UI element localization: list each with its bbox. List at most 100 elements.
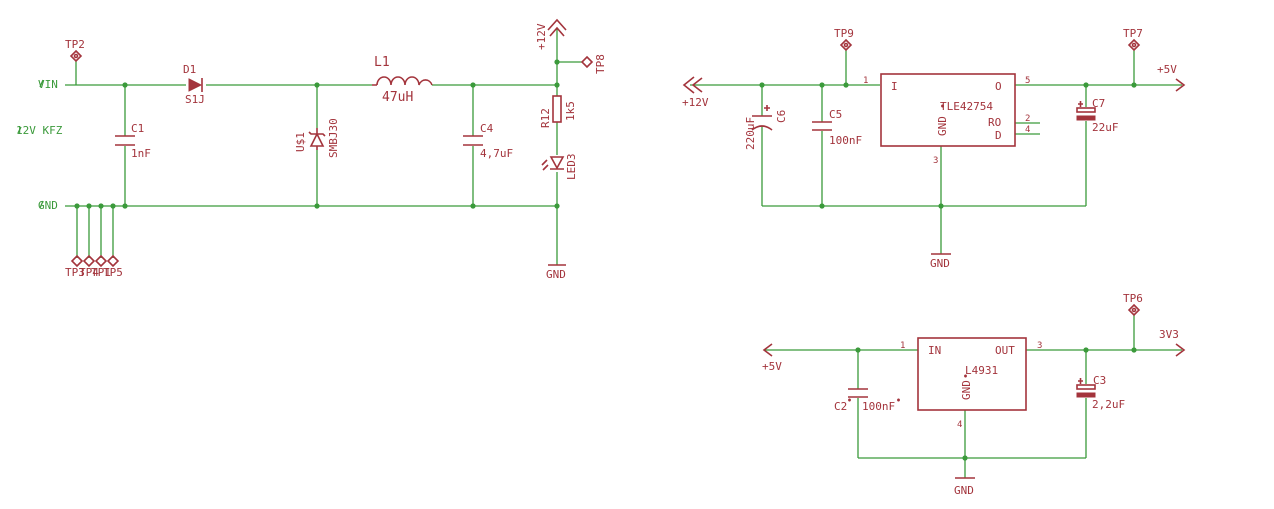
tp1-label: TP1 [91,266,111,279]
ic3v3-pin-in: IN [928,344,941,357]
l1-inductor[interactable]: L1 47uH [372,55,433,105]
junctions-3v3 [855,347,1137,461]
ic3v3-pin-num-4: 4 [957,420,962,430]
input-12v-label: +12V [682,96,709,109]
r12-value: 1k5 [564,101,577,121]
input-filter-section: VIN GND 12V KFZ TP2 TP3 TP4 TP1 TP5 D1 S… [16,18,607,281]
tvs-name: U$1 [294,132,307,152]
input-12v-symbol: +12V [682,76,709,109]
tp9-testpoint[interactable]: TP9 [834,27,854,52]
c4-capacitor[interactable]: C4 4,7uF [463,122,513,160]
tp2-testpoint[interactable]: TP2 [65,38,85,63]
c3-capacitor[interactable]: C3 2,2uF [1076,374,1125,411]
d1-diode[interactable]: D1 S1J [183,63,205,106]
ic5v-pin-d: D [995,129,1002,142]
l1-value: 47uH [382,90,413,105]
output-branch-wire [556,28,582,265]
c2-capacitor[interactable]: C2 100nF [834,388,900,413]
tp9-label: TP9 [834,27,854,40]
ic5v-pin-ro: RO [988,116,1001,129]
vcc-12v-label: +12V [535,23,548,50]
led3-name: LED3 [565,154,578,181]
c2-value: 100nF [862,400,895,413]
output-5v-label: +5V [1157,63,1177,76]
gnd-symbol-2-label: GND [930,257,950,270]
d1-value: S1J [185,93,205,106]
gnd-symbol-1: GND [546,264,566,281]
c6-value: 220uF [744,117,757,150]
ic5v-pin-num-2: 2 [1025,114,1030,124]
ro-d-stubs [1015,122,1040,135]
r12-resistor[interactable]: R12 1k5 [539,95,577,128]
ic5v-pin-num-4: 4 [1025,125,1030,135]
tp2-label: TP2 [65,38,85,51]
tp3-label: TP3 [65,266,85,279]
tp7-testpoint[interactable]: TP7 [1123,27,1143,52]
c1-name: C1 [131,122,144,135]
gnd-symbol-2: GND [930,253,951,270]
c4-name: C4 [480,122,494,135]
ic5v-pin-o: O [995,80,1002,93]
reg3v3-gnd-wire [858,410,1086,478]
tvs-diode[interactable]: U$1 SMBJ30 [294,118,340,158]
supply-note: 12V KFZ [16,124,63,137]
tp7-label: TP7 [1123,27,1143,40]
output-3v3-symbol: 3V3 [1159,328,1186,357]
ic3v3-name: L4931 [965,364,998,377]
led3[interactable]: LED3 [541,154,578,181]
c5-value: 100nF [829,134,862,147]
c3-value: 2,2uF [1092,398,1125,411]
ic3v3-pin-num-3: 3 [1037,341,1042,351]
ic5v-pin-num-5: 5 [1025,76,1030,86]
d1-name: D1 [183,63,196,76]
tle42754-ic[interactable]: I O TLE42754 RO D GND 1 5 2 4 3 [863,73,1030,166]
ic5v-pin-num-3: 3 [933,156,938,166]
tp6-testpoint[interactable]: TP6 [1123,292,1143,317]
junctions [74,59,560,209]
c2-name: C2 [834,400,847,413]
tp4-label: TP4 [79,266,99,279]
vcc-12v-symbol: +12V [535,18,567,50]
reg5v-gnd-wire [762,146,1086,254]
c3-name: C3 [1093,374,1106,387]
supply-note-tick [17,126,22,134]
output-5v-symbol: +5V [1157,63,1186,92]
input-5v-label: +5V [762,360,782,373]
tp8-testpoint[interactable]: TP8 [580,54,607,74]
gnd-symbol-3: GND [954,477,975,497]
ic3v3-pin-num-1: 1 [900,341,905,351]
c7-capacitor[interactable]: C7 22uF [1076,97,1119,134]
c5-name: C5 [829,108,842,121]
l1-name: L1 [374,55,390,70]
c6-capacitor[interactable]: 220uF C6 [744,105,788,150]
tp6-label: TP6 [1123,292,1143,305]
tp-bottom-stems [76,206,114,258]
c4-value: 4,7uF [480,147,513,160]
tp-bottom-group[interactable]: TP3 TP4 TP1 TP5 [65,254,123,279]
c5-capacitor[interactable]: C5 100nF [812,108,862,147]
r12-name: R12 [539,108,552,128]
ic5v-pin-i: I [891,80,898,93]
gnd-symbol-1-label: GND [546,268,566,281]
ic5v-pin-gnd: GND [936,116,949,136]
tvs-value: SMBJ30 [327,118,340,158]
ic3v3-pin-gnd: GND [960,380,973,400]
ic5v-pin-num-1: 1 [863,76,868,86]
l4931-ic[interactable]: IN OUT L4931 GND 1 3 4 [900,337,1042,430]
output-3v3-label: 3V3 [1159,328,1179,341]
gnd-tick [39,200,44,209]
c7-name: C7 [1092,97,1105,110]
c1-capacitor[interactable]: C1 1nF [115,122,151,160]
regulator-5v-section: +12V +5V TP9 TP7 220uF C6 [682,27,1186,270]
vin-tick [39,79,44,88]
junctions-5v [759,82,1137,209]
gnd-symbol-3-label: GND [954,484,974,497]
tp5-label: TP5 [103,266,123,279]
ic3v3-pin-out: OUT [995,344,1015,357]
c1-value: 1nF [131,147,151,160]
regulator-3v3-section: +5V 3V3 TP6 C2 100nF C3 2,2uF [762,292,1186,497]
ic5v-name: TLE42754 [940,100,993,113]
input-5v-symbol: +5V [762,343,782,373]
tp8-label: TP8 [594,54,607,74]
